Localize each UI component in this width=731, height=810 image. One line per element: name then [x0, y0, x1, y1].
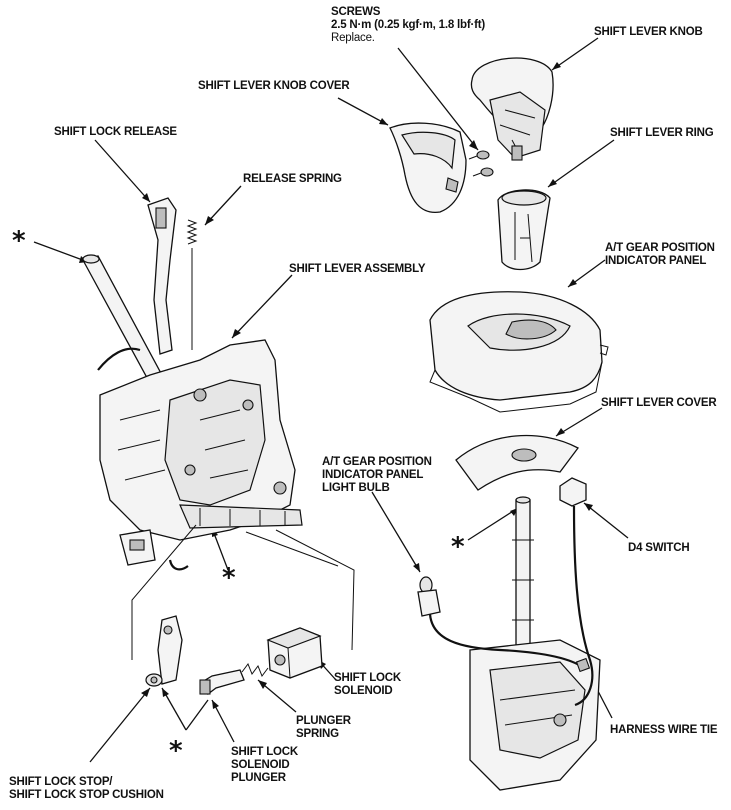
plunger-spring-drawing [241, 662, 269, 678]
bulb-label-line1: A/T GEAR POSITION [322, 456, 432, 468]
shift-lock-solenoid-drawing [266, 627, 323, 679]
release-spring-label: RELEASE SPRING [243, 173, 342, 185]
shift-lever-cover-label: SHIFT LEVER COVER [601, 397, 717, 409]
shift-lever-cover-drawing [455, 434, 579, 491]
shift-lever-ring-drawing [497, 189, 551, 271]
plunger-label-line1: SHIFT LOCK [231, 746, 298, 758]
shift-lever-knob-cover-label: SHIFT LEVER KNOB COVER [198, 80, 350, 92]
asterisk-marker-stop: * [169, 736, 183, 766]
shift-lever-knob-label: SHIFT LEVER KNOB [594, 26, 703, 38]
lower-right-assembly-drawing [417, 477, 601, 791]
indicator-panel-label-line2: INDICATOR PANEL [605, 255, 707, 267]
shift-lock-stop-label-line1: SHIFT LOCK STOP/ [9, 776, 113, 788]
asterisk-marker-lever: * [12, 226, 26, 256]
solenoid-label-line2: SOLENOID [334, 685, 393, 697]
knob-cover-drawing [389, 122, 467, 213]
shift-lock-stop-label-line2: SHIFT LOCK STOP CUSHION [9, 789, 164, 801]
shift-lock-release-label: SHIFT LOCK RELEASE [54, 126, 177, 138]
harness-wire-tie-label: HARNESS WIRE TIE [610, 724, 718, 736]
indicator-panel-drawing [429, 291, 609, 413]
shift-lever-ring-label: SHIFT LEVER RING [610, 127, 714, 139]
plunger-spring-label-line1: PLUNGER [296, 715, 351, 727]
asterisk-marker-center: * [222, 563, 236, 593]
solenoid-label-line1: SHIFT LOCK [334, 672, 401, 684]
shift-lever-assembly-label: SHIFT LEVER ASSEMBLY [289, 263, 426, 275]
plunger-spring-label-line2: SPRING [296, 728, 339, 740]
shift-lever-assembly-drawing [82, 197, 303, 571]
plunger-label-line2: SOLENOID [231, 759, 290, 771]
screws-torque-label: 2.5 N·m (0.25 kgf·m, 1.8 lbf·ft) [331, 19, 485, 31]
shift-lever-knob-drawing [470, 57, 554, 161]
bulb-label-line2: INDICATOR PANEL [322, 469, 424, 481]
plunger-label-line3: PLUNGER [231, 772, 286, 784]
bulb-label-line3: LIGHT BULB [322, 482, 390, 494]
shift-lock-stop-drawing [145, 615, 183, 687]
screws-note-label: Replace. [331, 32, 375, 44]
plunger-drawing [199, 669, 245, 695]
screws-label: SCREWS [331, 6, 381, 18]
indicator-panel-label-line1: A/T GEAR POSITION [605, 242, 715, 254]
asterisk-marker-shaft: * [451, 532, 465, 562]
guide-lines [131, 524, 355, 660]
screws-drawing [468, 150, 494, 177]
d4-switch-label: D4 SWITCH [628, 542, 690, 554]
